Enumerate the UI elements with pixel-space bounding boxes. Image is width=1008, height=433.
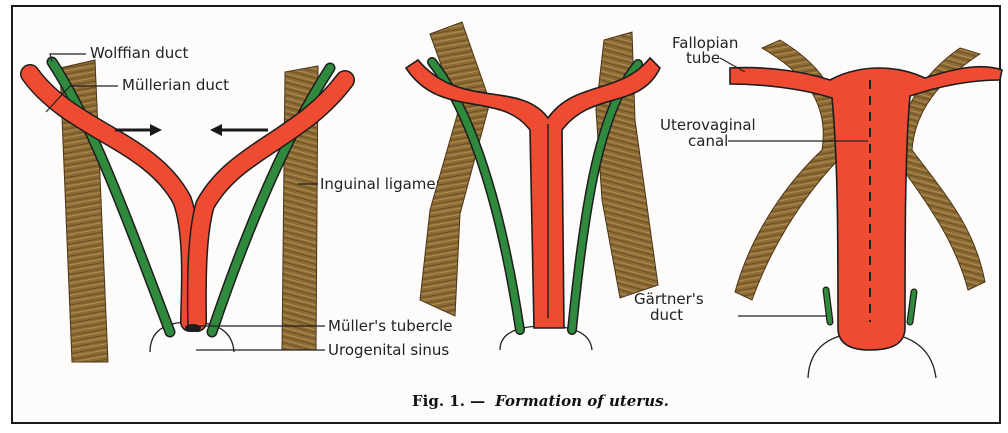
caption-title: Formation of uterus. bbox=[494, 392, 669, 410]
figure-caption: Fig. 1. — Formation of uterus. bbox=[412, 392, 669, 410]
label-inguinal-ligament: Inguinal ligament bbox=[320, 175, 451, 193]
mullers-tubercle-mark bbox=[185, 324, 201, 332]
panel-1-early-stage bbox=[30, 60, 345, 362]
arrow-left-icon bbox=[210, 124, 268, 136]
uterovaginal-body bbox=[730, 67, 1002, 350]
label-wolffian-duct: Wolffian duct bbox=[90, 44, 189, 62]
label-mullerian-duct: Müllerian duct bbox=[122, 76, 229, 94]
label-uterovaginal-line2: canal bbox=[688, 132, 728, 150]
urogenital-sinus-outline-2 bbox=[500, 326, 592, 350]
panel-2-fusion-stage bbox=[406, 22, 660, 350]
label-urogenital-sinus: Urogenital sinus bbox=[328, 341, 449, 359]
caption-prefix: Fig. 1. — bbox=[412, 392, 485, 410]
label-fallopian-line2: tube bbox=[686, 49, 720, 67]
label-gartners-line2: duct bbox=[650, 306, 683, 324]
label-mullers-tubercle: Müller's tubercle bbox=[328, 317, 453, 335]
panel-3-uterus-formed bbox=[730, 40, 1002, 378]
